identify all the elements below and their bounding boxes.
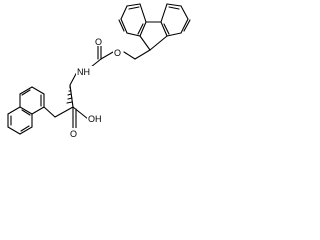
label-backdrop: [113, 47, 123, 57]
bond: [166, 32, 182, 37]
amine-nh-label: NH: [77, 67, 90, 77]
bond: [166, 3, 182, 7]
bond: [90, 58, 102, 68]
fluorenyl-group: [118, 3, 191, 51]
bond: [139, 3, 147, 23]
ester-oxygen-label: O: [114, 48, 121, 58]
hydroxyl-oh-label: OH: [88, 114, 102, 124]
bond: [160, 3, 168, 23]
bond: [163, 23, 170, 35]
bond: [69, 71, 78, 86]
bond: [149, 35, 168, 51]
bond: [180, 5, 189, 20]
bond: [183, 19, 191, 32]
bond: [180, 18, 189, 34]
bond: [126, 32, 141, 37]
bond: [21, 89, 31, 96]
bond: [120, 18, 128, 34]
carbonyl-oxygen-label: O: [95, 37, 102, 47]
bond: [31, 106, 45, 115]
bond: [67, 93, 72, 96]
bond: [21, 109, 31, 116]
bond: [134, 49, 151, 60]
bond: [19, 106, 33, 115]
bond: [160, 21, 168, 37]
bond: [20, 125, 30, 132]
bond: [19, 86, 33, 95]
amino-acid-backbone: [43, 71, 89, 129]
bond: [120, 5, 128, 20]
bond: [43, 106, 56, 118]
bond: [137, 23, 144, 35]
bond: [67, 97, 73, 100]
bond: [139, 21, 147, 37]
label-backdrop: [94, 36, 104, 46]
bond: [7, 106, 21, 115]
bond: [72, 106, 89, 120]
bond: [118, 19, 125, 32]
label-backdrop: [76, 66, 93, 77]
acid-oxygen-label: O: [70, 129, 77, 139]
label-backdrop: [87, 113, 104, 124]
bond: [123, 51, 136, 60]
chemical-structure: O O NH OH O: [7, 3, 191, 139]
bond: [7, 126, 21, 135]
bond: [54, 106, 74, 118]
bond: [19, 126, 33, 135]
bond: [139, 35, 151, 51]
bond: [100, 51, 114, 60]
carbamate-linker: [90, 45, 151, 68]
bond: [66, 101, 73, 104]
bond: [31, 86, 45, 95]
naphthyl-group: [7, 86, 45, 135]
bond: [128, 6, 140, 10]
atom-labels: O O NH OH O: [69, 36, 123, 139]
bond: [168, 6, 180, 10]
bond: [126, 3, 141, 7]
label-backdrop: [69, 128, 79, 138]
bond: [69, 84, 74, 108]
